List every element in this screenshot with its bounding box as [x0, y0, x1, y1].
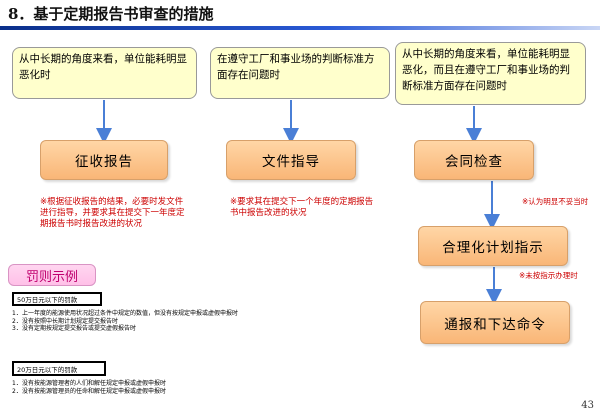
- remark-plan: ※未按指示办理时: [519, 271, 578, 280]
- condition-note-2: 在遵守工厂和事业场的判断标准方面存在问题时: [210, 47, 390, 99]
- stage-document-guidance: 文件指导: [226, 140, 356, 180]
- remark-inspection: ※认为明显不妥当时: [522, 197, 589, 206]
- item-number: 1．: [12, 380, 22, 387]
- list-item: 1．没有按能源管理者的人们和解任规定申报或虚假申报时: [12, 380, 166, 388]
- item-number: 2．: [12, 317, 22, 325]
- list-item: 1．上一年度的能源使用状况超过条件中规定的数值，但没有按规定申报或虚假申报时: [12, 310, 238, 318]
- item-number: 2．: [12, 387, 22, 395]
- item-text: 上一年度的能源使用状况超过条件中规定的数值，但没有按规定申报或虚假申报时: [22, 310, 239, 317]
- page-title: 8．基于定期报告书审查的措施: [8, 5, 214, 23]
- stage-rationalization-plan: 合理化计划指示: [418, 226, 568, 266]
- page-number: 43: [581, 400, 594, 411]
- remark-document: ※要求其在提交下一个年度的定期报告书中报告改进的状况: [230, 197, 374, 218]
- penalty-tier2-list: 1．没有按能源管理者的人们和解任规定申报或虚假申报时 2．没有按能源管理员的任命…: [12, 380, 166, 395]
- penalty-examples-header: 罚则示例: [8, 264, 96, 286]
- item-text: 没有按照中长期计划规定提交报告时: [22, 317, 119, 325]
- stage-notify-and-order: 通报和下达命令: [420, 301, 570, 344]
- item-text: 没有按能源管理员的任命和解任规定申报或虚假申报时: [22, 387, 167, 395]
- penalty-tier1-label: 50万日元以下的罚款: [12, 292, 102, 306]
- item-number: 3．: [12, 325, 22, 332]
- list-item: 2．没有按能源管理员的任命和解任规定申报或虚假申报时: [12, 388, 166, 396]
- title-underline-bar: [0, 26, 600, 30]
- penalty-tier1-list: 1．上一年度的能源使用状况超过条件中规定的数值，但没有按规定申报或虚假申报时 2…: [12, 310, 238, 333]
- condition-note-3: 从中长期的角度来看，单位能耗明显恶化，而且在遵守工厂和事业场的判断标准方面存在问…: [395, 42, 586, 105]
- remark-collect: ※根据征收报告的结果，必要时发文件进行指导，并要求其在提交下一年度定期报告书时报…: [40, 197, 185, 229]
- stage-joint-inspection: 会同检查: [414, 140, 534, 180]
- list-item: 2．没有按照中长期计划规定提交报告时: [12, 318, 238, 326]
- stage-collect-report: 征收报告: [40, 140, 168, 180]
- item-text: 没有定期按规定提交报告或提交虚假报告时: [22, 325, 137, 332]
- penalty-tier2-label: 20万日元以下的罚款: [12, 361, 106, 376]
- list-item: 3．没有定期按规定提交报告或提交虚假报告时: [12, 325, 238, 333]
- item-number: 1．: [12, 310, 22, 317]
- item-text: 没有按能源管理者的人们和解任规定申报或虚假申报时: [22, 380, 167, 387]
- condition-note-1: 从中长期的角度来看，单位能耗明显恶化时: [12, 47, 197, 99]
